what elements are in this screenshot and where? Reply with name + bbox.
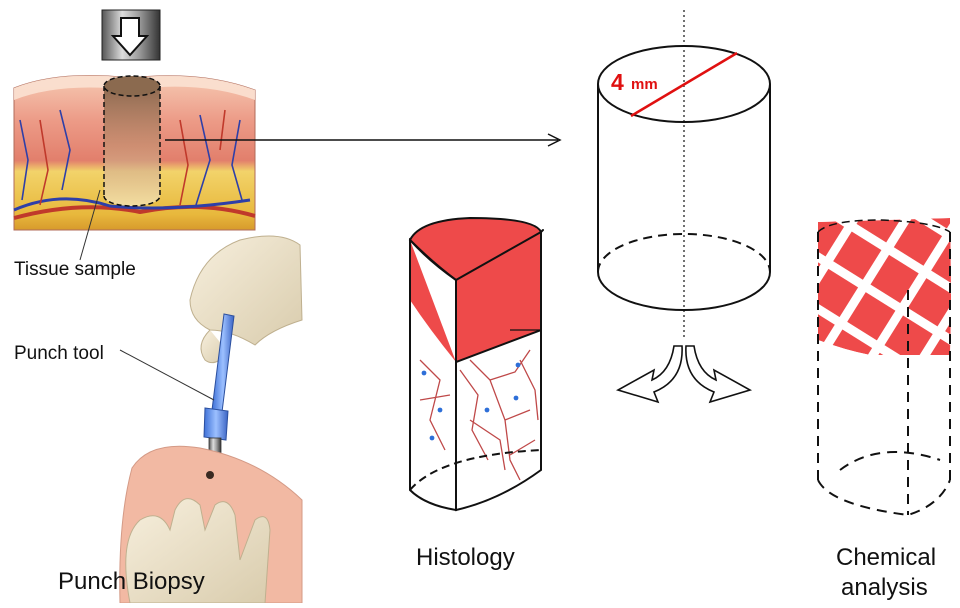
histology-label: Histology <box>416 544 515 572</box>
chemical-label-line2: analysis <box>841 574 928 602</box>
chemical-half-cylinder <box>818 218 951 515</box>
sample-cylinder <box>598 10 770 340</box>
histology-half-cylinder <box>410 218 543 510</box>
split-arrow-left <box>618 346 682 402</box>
tissue-core-cylinder <box>104 76 160 206</box>
dimension-unit: mm <box>631 76 658 93</box>
tissue-sample-label: Tissue sample <box>14 259 136 281</box>
punch-tool-leader <box>120 350 214 400</box>
punch-press-icon <box>102 10 160 60</box>
dimension-value: 4 <box>611 69 624 96</box>
punch-biopsy-label: Punch Biopsy <box>58 568 205 596</box>
chemical-label-line1: Chemical <box>836 544 936 572</box>
split-arrow-right <box>686 346 750 402</box>
gloved-hand-holding-tool <box>190 236 302 363</box>
punch-tool-label: Punch tool <box>14 343 104 365</box>
